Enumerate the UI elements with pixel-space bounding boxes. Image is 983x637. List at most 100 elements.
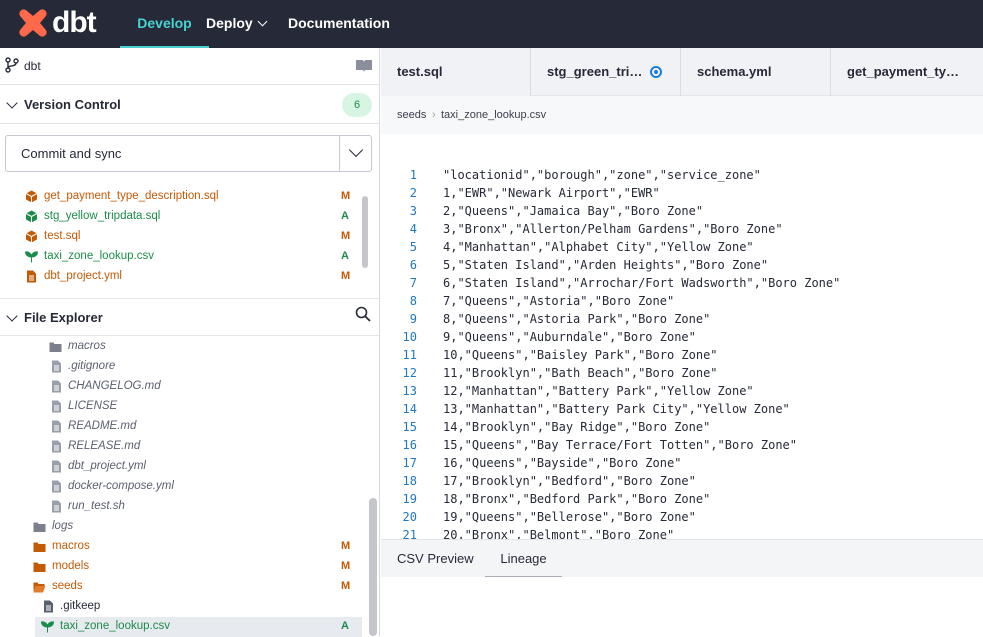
tree-item[interactable]: docker-compose.yml	[0, 477, 372, 497]
model-icon	[25, 230, 38, 243]
code-line: 12 11,"Brooklyn","Bath Beach","Boro Zone"	[381, 364, 983, 382]
tree-item-label: LICENSE	[68, 400, 118, 412]
nav-documentation[interactable]: Documentation	[288, 15, 390, 31]
list-item[interactable]: dbt_project.yml M	[0, 267, 372, 287]
status-badge: M	[341, 270, 351, 282]
section-title: Version Control	[24, 97, 121, 112]
file-icon	[27, 270, 36, 283]
tree-item[interactable]: macros M	[0, 537, 372, 557]
line-number: 15	[402, 420, 417, 434]
tree-item-label: docker-compose.yml	[68, 480, 174, 492]
search-icon[interactable]	[355, 306, 371, 322]
line-text: 7,"Queens","Astoria","Boro Zone"	[443, 294, 675, 308]
tree-item[interactable]: macros	[0, 337, 372, 357]
tab-stg-green-tripdata[interactable]: stg_green_tri…	[531, 48, 681, 96]
tree-item-label: models	[52, 560, 90, 572]
line-number: 10	[402, 330, 417, 344]
commit-and-sync-button[interactable]: Commit and sync	[5, 135, 372, 172]
list-item[interactable]: stg_yellow_tripdata.sql A	[0, 207, 372, 227]
editor-tabs: test.sql stg_green_tri… schema.yml get_p…	[381, 48, 983, 96]
tree-item[interactable]: README.md	[0, 417, 372, 437]
version-control-header[interactable]: Version Control	[0, 86, 379, 124]
divider	[339, 136, 340, 171]
tree-item-label: macros	[68, 340, 106, 352]
tab-schema-yml[interactable]: schema.yml	[681, 48, 831, 96]
dbt-logo[interactable]: dbt	[18, 8, 97, 38]
line-number: 12	[402, 366, 417, 380]
line-number: 20	[402, 510, 417, 524]
line-text: 1,"EWR","Newark Airport","EWR"	[443, 186, 660, 200]
breadcrumb-item[interactable]: taxi_zone_lookup.csv	[441, 109, 547, 121]
folder-icon	[33, 542, 46, 552]
tree-item[interactable]: .gitkeep	[0, 597, 372, 617]
tree-item[interactable]: LICENSE	[0, 397, 372, 417]
tree-item-label: .gitignore	[68, 360, 116, 372]
status-badge: M	[341, 190, 351, 202]
status-badge: M	[341, 230, 351, 242]
list-item[interactable]: taxi_zone_lookup.csv A	[0, 247, 372, 267]
tree-item[interactable]: CHANGELOG.md	[0, 377, 372, 397]
tab-label: stg_green_tri…	[547, 64, 643, 79]
seed-icon	[25, 251, 38, 263]
tree-item-selected[interactable]: taxi_zone_lookup.csv A	[35, 617, 362, 637]
list-item[interactable]: test.sql M	[0, 227, 372, 247]
line-text: 14,"Brooklyn","Bay Ridge","Boro Zone"	[443, 420, 711, 434]
folder-open-icon	[33, 582, 46, 593]
tree-item[interactable]: models M	[0, 557, 372, 577]
tree-item[interactable]: seeds M	[0, 577, 372, 597]
scrollbar-thumb[interactable]	[369, 498, 377, 636]
code-line: 1"locationid","borough","zone","service_…	[381, 166, 983, 184]
tab-lineage[interactable]: Lineage	[485, 540, 562, 578]
code-line: 15 14,"Brooklyn","Bay Ridge","Boro Zone"	[381, 418, 983, 436]
folder-icon	[33, 522, 46, 532]
status-badge: M	[341, 560, 351, 572]
lineage-panel	[381, 577, 983, 636]
breadcrumb-separator-icon: ›	[432, 109, 436, 121]
tree-item[interactable]: .gitignore	[0, 357, 372, 377]
chevron-down-icon	[6, 310, 18, 322]
tab-test-sql[interactable]: test.sql	[381, 48, 531, 96]
tab-csv-preview[interactable]: CSV Preview	[397, 551, 474, 566]
nav-deploy-label: Deploy	[206, 15, 253, 31]
tree-item[interactable]: RELEASE.md	[0, 437, 372, 457]
breadcrumb-item[interactable]: seeds	[397, 109, 427, 121]
line-number: 17	[402, 456, 417, 470]
file-name: stg_yellow_tripdata.sql	[44, 210, 161, 222]
nav-develop[interactable]: Develop	[120, 0, 209, 48]
book-icon[interactable]	[355, 59, 373, 73]
nav-deploy[interactable]: Deploy	[206, 0, 268, 48]
tree-item[interactable]: logs	[0, 517, 372, 537]
file-explorer-header[interactable]: File Explorer	[0, 298, 379, 336]
tab-get-payment-type[interactable]: get_payment_ty…	[831, 48, 983, 96]
status-badge: M	[341, 580, 351, 592]
list-item[interactable]: get_payment_type_description.sql M	[0, 187, 372, 207]
file-name: taxi_zone_lookup.csv	[44, 250, 154, 262]
line-text: 15,"Queens","Bay Terrace/Fort Totten","B…	[443, 438, 798, 452]
tree-item-label: README.md	[68, 420, 137, 432]
chevron-down-icon[interactable]	[348, 142, 364, 158]
tree-item-label: logs	[52, 520, 74, 532]
tree-item-label: macros	[52, 540, 90, 552]
line-text: 12,"Manhattan","Battery Park","Yellow Zo…	[443, 384, 754, 398]
line-number: 11	[402, 348, 417, 362]
branch-row[interactable]: dbt	[0, 48, 379, 85]
tree-item[interactable]: dbt_project.yml	[0, 457, 372, 477]
code-editor[interactable]: 1"locationid","borough","zone","service_…	[381, 134, 983, 539]
file-icon	[52, 500, 61, 513]
seed-icon	[41, 621, 54, 633]
chevron-down-icon	[6, 97, 18, 109]
tab-label: schema.yml	[697, 64, 772, 79]
line-text: 11,"Brooklyn","Bath Beach","Boro Zone"	[443, 366, 718, 380]
tree-item-label: RELEASE.md	[68, 440, 141, 452]
tree-item[interactable]: run_test.sh	[0, 497, 372, 517]
line-number: 2	[409, 186, 417, 200]
line-number: 5	[409, 240, 417, 254]
line-number: 1	[409, 168, 417, 182]
scrollbar-thumb[interactable]	[362, 196, 368, 268]
